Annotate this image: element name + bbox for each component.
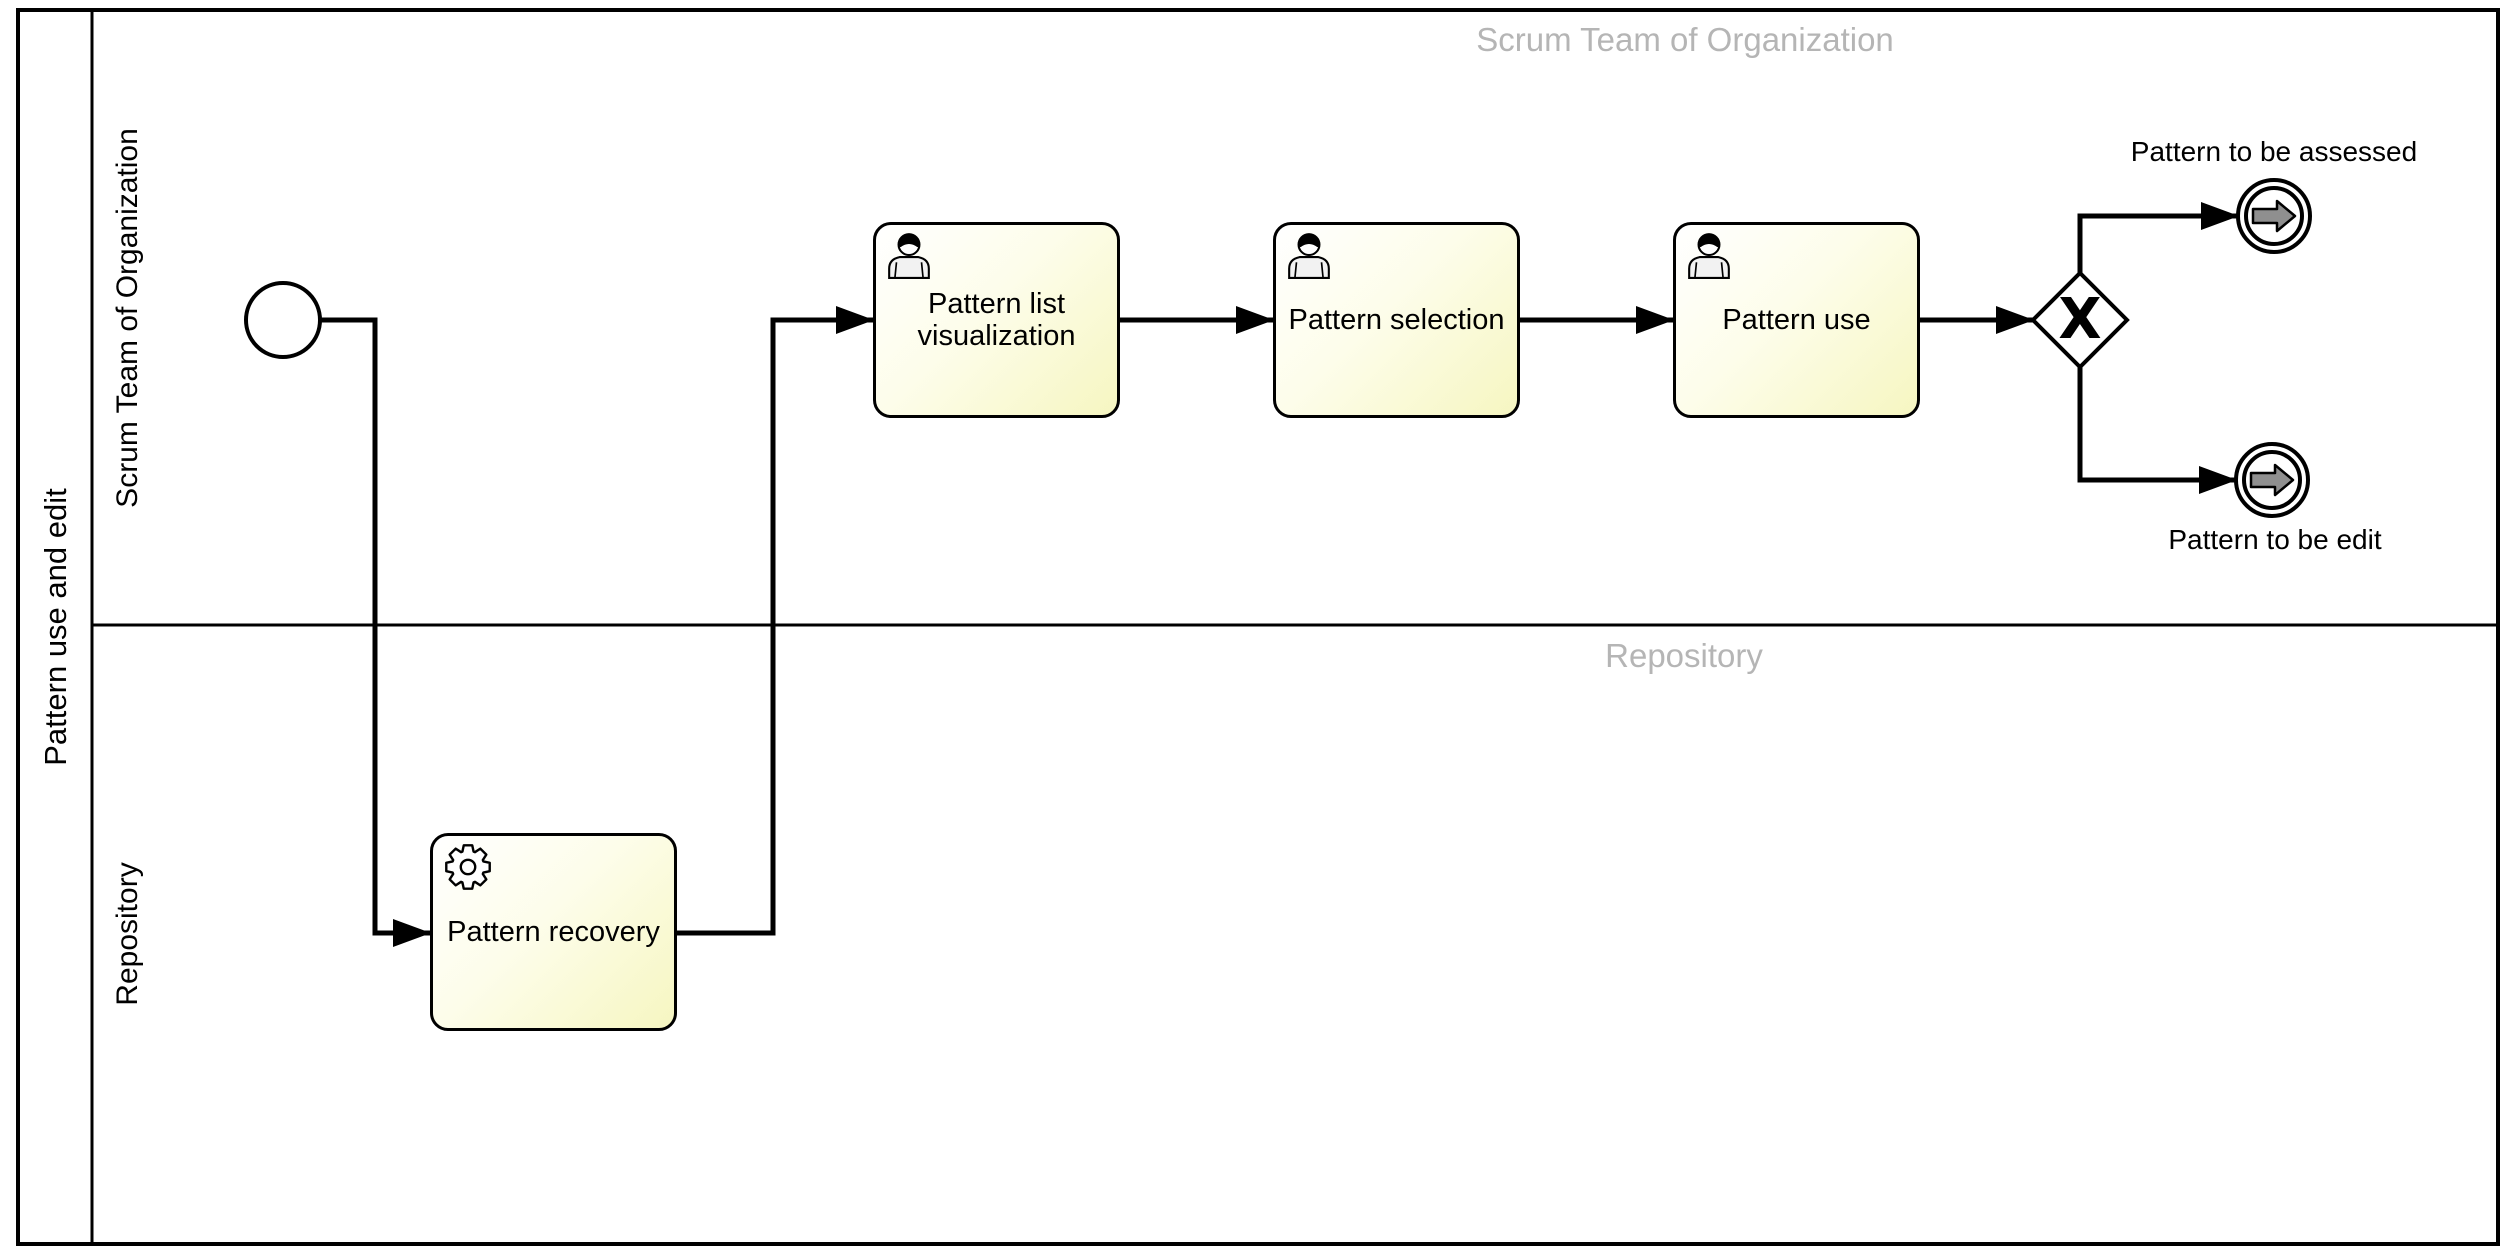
task-label: Pattern recovery xyxy=(447,915,660,948)
task-label: Pattern list visualization xyxy=(917,287,1076,352)
gateway-x-mark: X xyxy=(2058,286,2102,352)
link-event-assessed[interactable] xyxy=(2236,178,2312,254)
flow-gateway-to-assessed xyxy=(2077,202,2239,273)
task-pattern-list-visualization[interactable]: Pattern list visualization xyxy=(873,222,1120,418)
label-pattern-to-be-assessed: Pattern to be assessed xyxy=(2130,136,2418,167)
task-pattern-use[interactable]: Pattern use xyxy=(1673,222,1920,418)
lane-header-repository: Repository xyxy=(1605,637,1763,674)
lane-label-repository: Repository xyxy=(111,862,144,1006)
pool-label: Pattern use and edit xyxy=(38,488,73,766)
arrow-right-icon xyxy=(2249,463,2295,497)
user-icon xyxy=(1288,233,1330,279)
exclusive-gateway[interactable] xyxy=(2030,270,2130,370)
label-pattern-to-be-edit: Pattern to be edit xyxy=(2168,524,2382,555)
task-pattern-recovery[interactable]: Pattern recovery xyxy=(430,833,677,1031)
flow-start-to-pattern-recovery xyxy=(321,317,431,947)
task-label: Pattern use xyxy=(1722,303,1871,336)
task-pattern-selection[interactable]: Pattern selection xyxy=(1273,222,1520,418)
flow-recovery-to-list-visualization xyxy=(677,306,874,936)
task-label: Pattern selection xyxy=(1288,303,1505,336)
lane-header-scrum-team: Scrum Team of Organization xyxy=(1476,21,1894,58)
start-event[interactable] xyxy=(244,281,322,359)
arrow-right-icon xyxy=(2251,199,2297,233)
link-event-edit[interactable] xyxy=(2234,442,2310,518)
flow-gateway-to-edit xyxy=(2077,367,2237,494)
pool-boundary xyxy=(16,8,2500,1246)
gear-icon xyxy=(445,844,491,890)
user-icon xyxy=(1688,233,1730,279)
lane-label-scrum-team: Scrum Team of Organization xyxy=(111,128,144,508)
user-icon xyxy=(888,233,930,279)
